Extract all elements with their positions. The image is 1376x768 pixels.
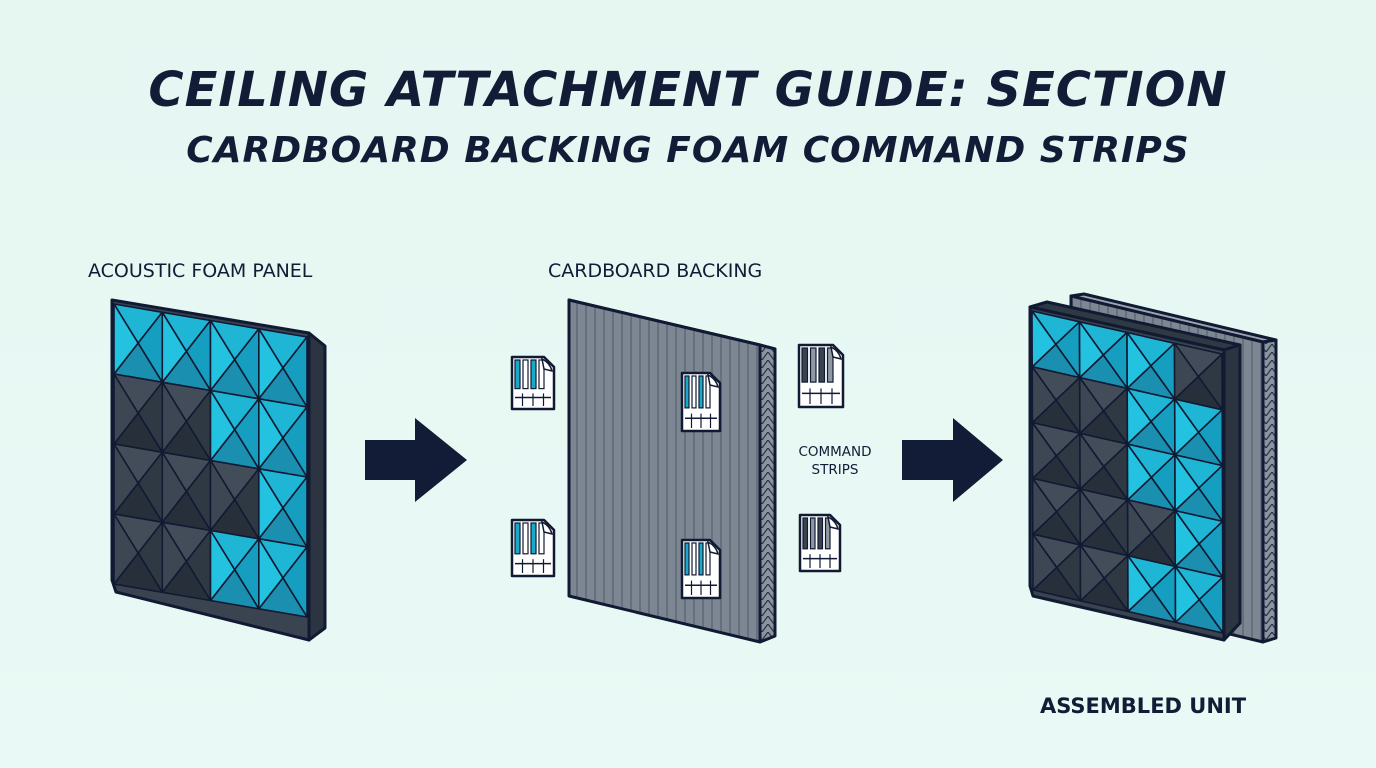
command-strip-band	[691, 542, 697, 576]
foam-pyramid-facet	[1126, 331, 1152, 390]
command-strip-band	[691, 375, 697, 409]
foam-pyramid-facet	[1126, 387, 1152, 445]
foam-pyramid-facet	[1174, 454, 1200, 512]
foam-pyramid-facet	[161, 311, 188, 384]
command-strip-band	[801, 347, 809, 383]
command-strip-band	[522, 359, 529, 390]
foam-pyramid-facet	[1079, 544, 1105, 602]
command-strip-tab	[706, 540, 720, 556]
foam-pyramid-facet	[1031, 365, 1057, 424]
foam-pyramid-facet	[161, 381, 188, 454]
command-strip-tab	[540, 520, 554, 536]
command-strip-band	[818, 347, 826, 383]
command-strip-icon	[680, 538, 722, 600]
command-strip-band	[809, 347, 817, 383]
command-strips-label: COMMAND STRIPS	[798, 444, 872, 478]
command-strip-band	[522, 522, 529, 555]
command-strip-band	[514, 359, 521, 390]
command-strip-band	[826, 347, 834, 383]
foam-pyramid-facet	[209, 319, 236, 392]
arrow-right-icon	[365, 418, 467, 502]
command-strip-tab	[540, 357, 554, 373]
cardboard-backing	[567, 298, 777, 644]
foam-pyramid-facet	[113, 373, 139, 445]
command-strip-band	[802, 517, 809, 550]
foam-panel	[110, 298, 327, 642]
command-strip-band	[530, 522, 537, 555]
foam-pyramid-facet	[1031, 477, 1058, 536]
foam-pyramid-facet	[1173, 342, 1200, 400]
foam-pyramid-facet	[1127, 554, 1153, 613]
foam-pyramid-grid	[113, 303, 308, 618]
page-subtitle: CARDBOARD BACKING FOAM COMMAND STRIPS	[186, 130, 1190, 171]
foam-pyramid-facet	[1032, 533, 1058, 591]
command-strip-band	[817, 517, 824, 550]
foam-pyramid-facet	[1031, 310, 1057, 368]
foam-pyramid-facet	[1078, 320, 1105, 379]
command-strip-band	[530, 359, 537, 390]
command-strip-icon	[510, 518, 556, 578]
foam-pyramid-facet	[1078, 376, 1105, 435]
foam-pyramid-facet	[1126, 443, 1153, 501]
foam-pyramid-facet	[161, 451, 188, 524]
command-strip-tab	[826, 515, 840, 531]
foam-pyramid-facet	[1174, 509, 1200, 568]
foam-panel-side	[307, 331, 327, 642]
assembled-cardboard-side	[1261, 338, 1278, 644]
foam-pyramid-facet	[113, 303, 139, 375]
foam-pyramid-facet	[1173, 398, 1200, 456]
foam-panel-label: ACOUSTIC FOAM PANEL	[88, 260, 313, 282]
foam-pyramid-facet	[1126, 499, 1153, 557]
command-strip-band	[684, 375, 690, 409]
command-strip-tab	[706, 373, 720, 389]
command-strip-band	[809, 517, 816, 550]
foam-pyramid-facet	[1079, 488, 1105, 546]
foam-pyramid-facet	[1174, 565, 1200, 624]
cardboard-face	[567, 298, 762, 644]
foam-pyramid-facet	[113, 443, 139, 515]
command-strip-band	[684, 542, 690, 576]
command-strip-icon	[680, 371, 722, 433]
page-title: CEILING ATTACHMENT GUIDE: SECTION	[148, 62, 1228, 118]
foam-pyramid-grid	[1031, 310, 1224, 634]
foam-pyramid-facet	[161, 521, 188, 594]
foam-pyramid-facet	[209, 389, 236, 462]
assembled-unit	[1028, 292, 1278, 644]
foam-pyramid-facet	[209, 529, 236, 602]
foam-pyramid-facet	[1031, 421, 1058, 480]
cardboard-side-edge	[758, 343, 777, 644]
foam-pyramid-facet	[257, 537, 284, 610]
assembled-foam-side	[1222, 343, 1242, 642]
foam-pyramid-facet	[257, 397, 284, 470]
foam-pyramid-facet	[113, 513, 139, 585]
assembled-unit-label: ASSEMBLED UNIT	[1040, 694, 1247, 718]
arrow-right-icon	[902, 418, 1003, 502]
foam-pyramid-facet	[1079, 432, 1105, 490]
cardboard-backing-label: CARDBOARD BACKING	[548, 260, 763, 282]
command-strip-icon	[798, 513, 842, 573]
foam-pyramid-facet	[209, 459, 236, 532]
command-strip-band	[514, 522, 521, 555]
foam-pyramid-facet	[257, 327, 284, 400]
foam-pyramid-facet	[257, 467, 284, 540]
command-strip-icon	[510, 355, 556, 411]
command-strip-band	[698, 375, 704, 409]
command-strip-icon	[797, 343, 845, 409]
command-strip-band	[698, 542, 704, 576]
command-strip-tab	[829, 345, 843, 361]
